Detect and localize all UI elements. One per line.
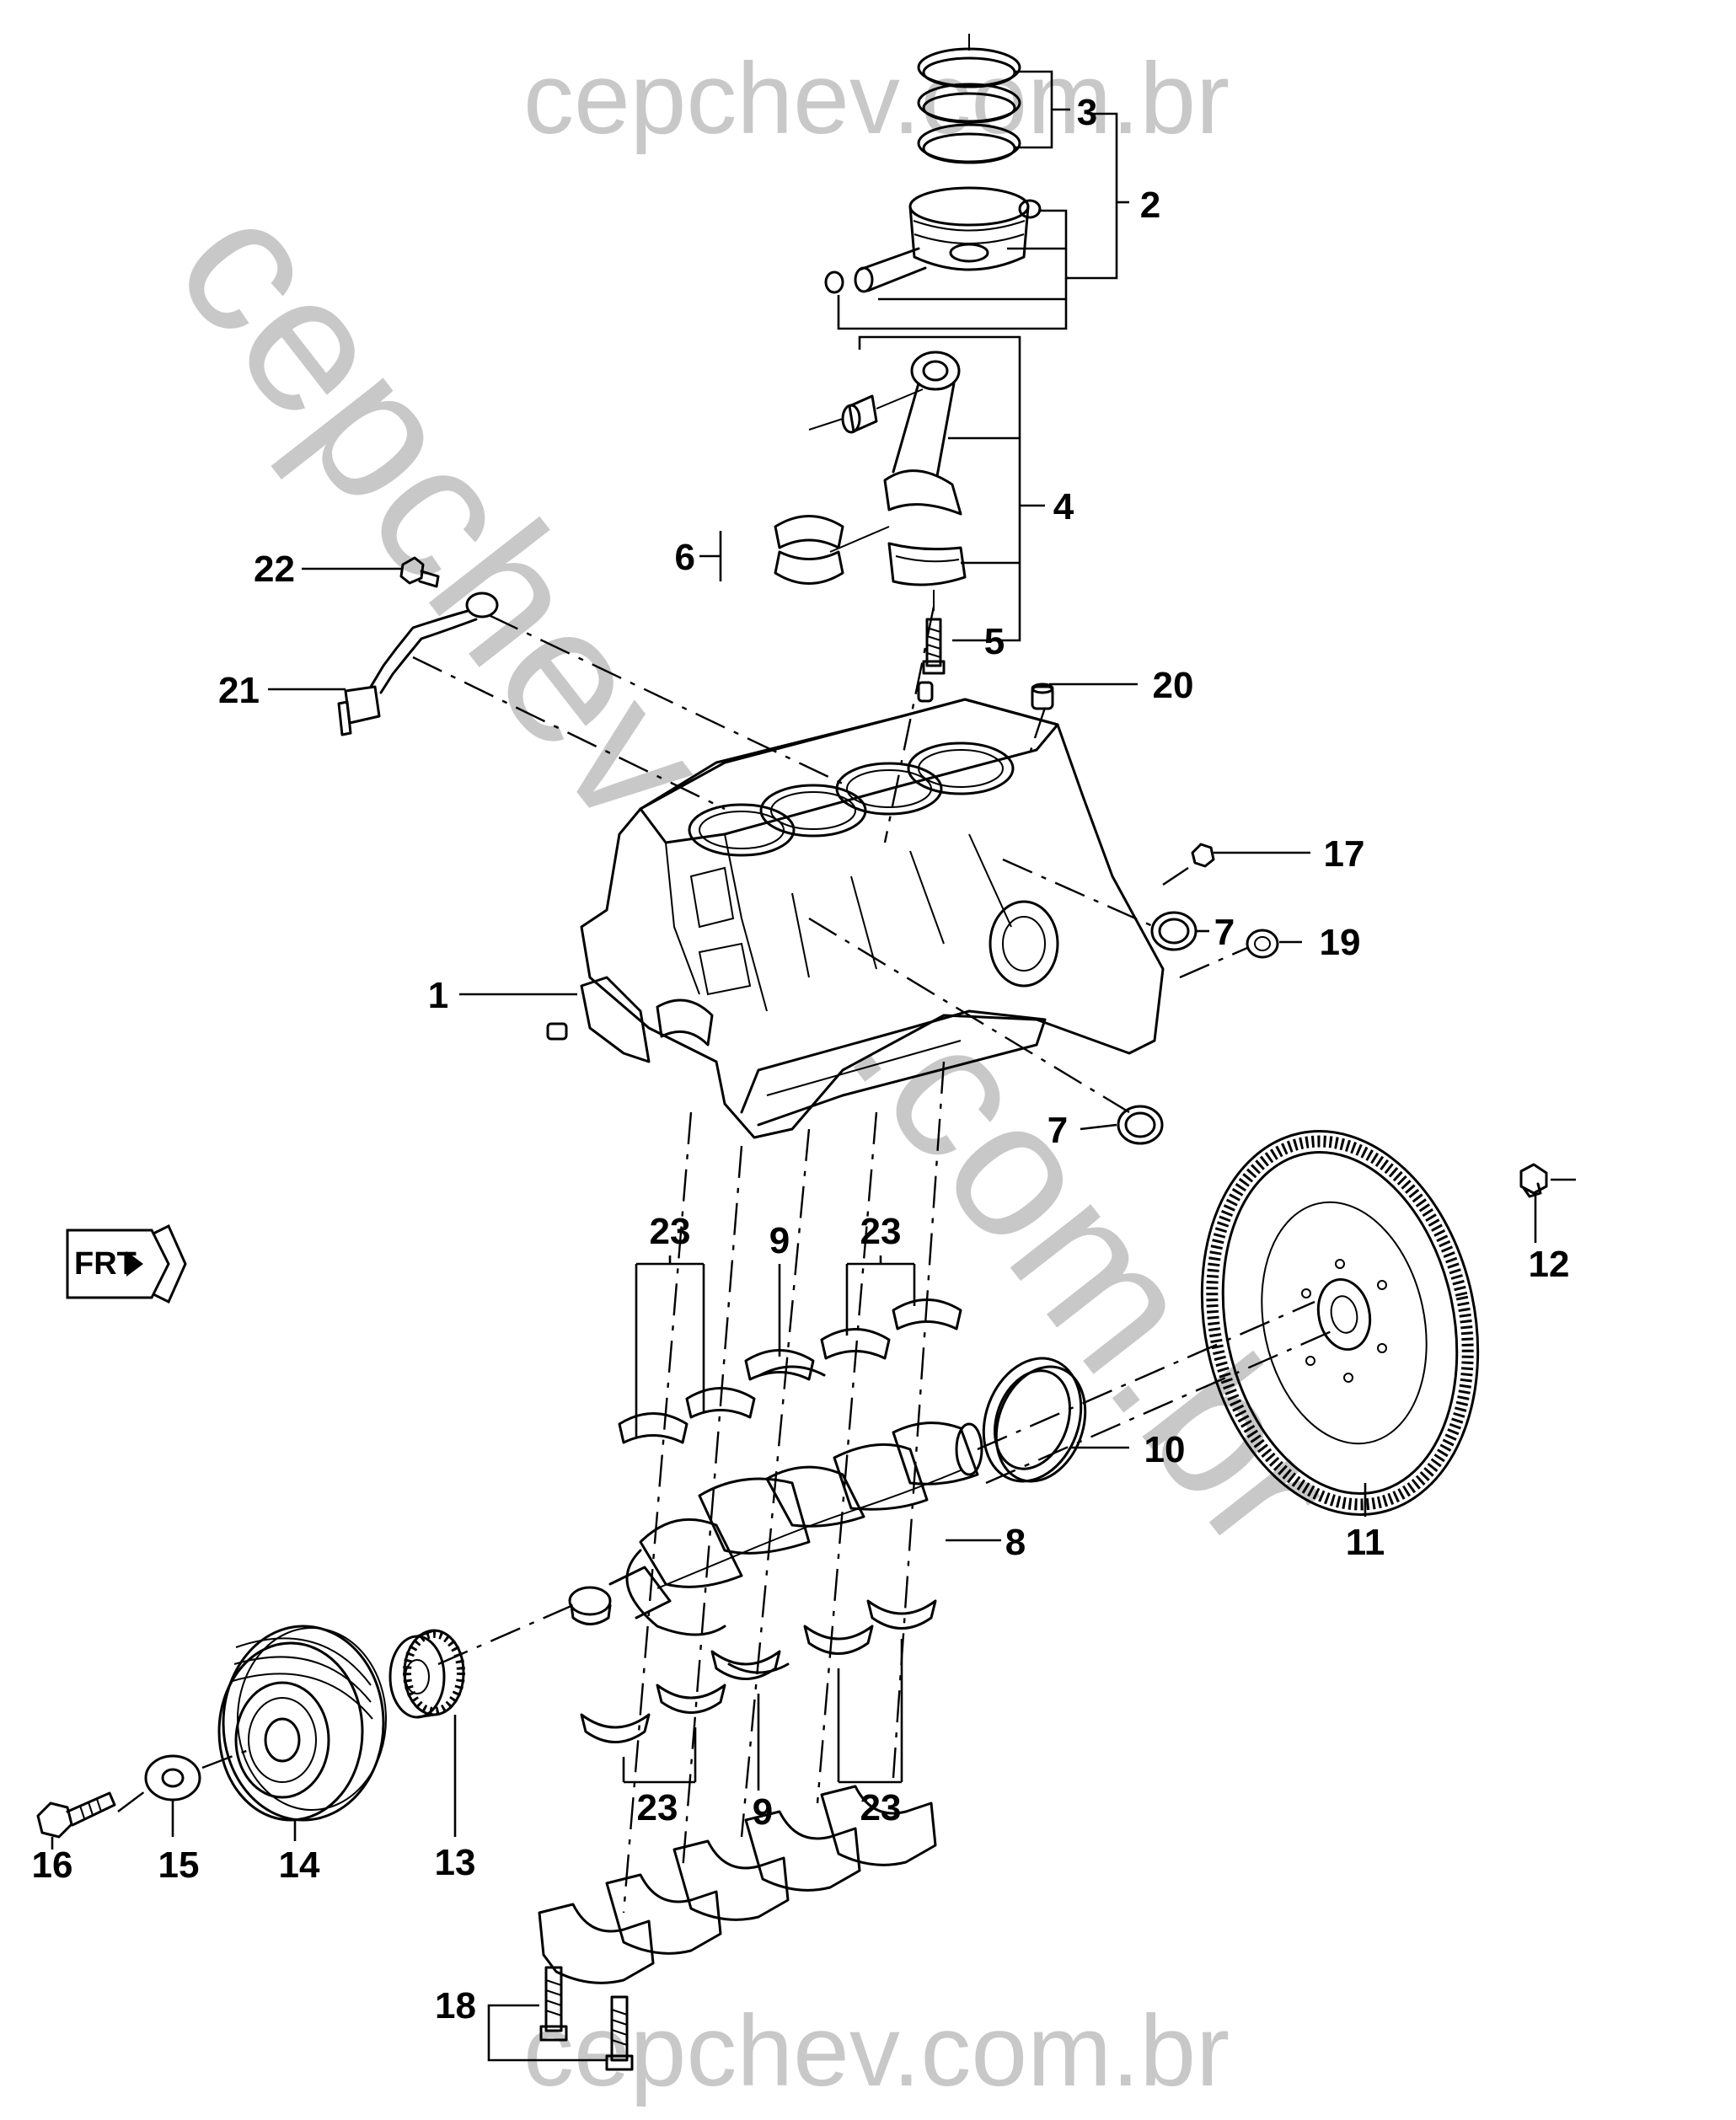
pulley-bolt xyxy=(36,1791,116,1839)
flywheel xyxy=(1200,1130,1480,1516)
callout-19: 19 xyxy=(1320,922,1361,963)
callout-leader-lines xyxy=(51,567,1576,2062)
callout-2: 2 xyxy=(1140,185,1160,226)
callout-14: 14 xyxy=(279,1844,320,1886)
callout-labels: 1 2 3 4 5 6 7 7 8 9 9 10 11 12 13 14 15 … xyxy=(32,92,1570,2026)
callout-15: 15 xyxy=(158,1844,200,1886)
rod-bearing-shells xyxy=(774,515,890,585)
sensor-bolt xyxy=(399,556,440,588)
rod-bolt xyxy=(922,590,946,675)
crankshaft-pulley xyxy=(217,1625,387,1822)
watermark-top: cepchev.com.br xyxy=(523,42,1230,155)
callout-13: 13 xyxy=(435,1842,476,1883)
crankshaft-sprocket xyxy=(388,1629,465,1719)
knock-sensor xyxy=(337,592,499,736)
callout-20: 20 xyxy=(1153,665,1194,706)
engine-block xyxy=(580,698,1165,1139)
piston-callout-brackets xyxy=(837,70,1129,330)
callout-9-lower: 9 xyxy=(753,1791,773,1833)
front-indicator-icon: FRT xyxy=(66,1223,187,1304)
rear-main-seal xyxy=(982,1357,1087,1483)
callout-12: 12 xyxy=(1529,1244,1570,1285)
block-plug-17 xyxy=(1191,843,1215,868)
callout-6: 6 xyxy=(675,537,695,578)
block-dowels xyxy=(546,681,1054,1041)
callout-23-upper-left: 23 xyxy=(650,1211,691,1252)
pulley-washer xyxy=(144,1754,201,1801)
callout-23-upper-right: 23 xyxy=(860,1211,902,1252)
callout-9-upper: 9 xyxy=(769,1220,790,1261)
camshaft-seal-upper xyxy=(1150,911,1198,951)
callout-23-lower-left: 23 xyxy=(637,1787,678,1828)
piston-rings xyxy=(917,34,1021,164)
callout-17: 17 xyxy=(1324,833,1365,875)
flywheel-bolt xyxy=(1519,1163,1548,1198)
piston-assembly xyxy=(824,186,1042,294)
callout-18: 18 xyxy=(435,1985,476,2026)
callout-10: 10 xyxy=(1144,1429,1186,1470)
callout-8: 8 xyxy=(1005,1522,1026,1563)
callout-22: 22 xyxy=(254,549,295,590)
callout-23-lower-right: 23 xyxy=(860,1787,902,1828)
callout-4: 4 xyxy=(1053,486,1074,527)
front-indicator-label: FRT xyxy=(74,1246,137,1282)
callout-16: 16 xyxy=(32,1844,73,1886)
rod-callout-brackets xyxy=(699,335,1045,642)
block-plug-19 xyxy=(1246,929,1279,959)
callout-7-lower: 7 xyxy=(1047,1110,1068,1151)
connecting-rod xyxy=(808,351,967,586)
camshaft-seal-lower xyxy=(1117,1105,1164,1145)
main-bearing-caps xyxy=(538,1785,937,1984)
callout-1: 1 xyxy=(428,975,448,1016)
crankshaft xyxy=(568,1421,983,1636)
callout-7-upper: 7 xyxy=(1214,912,1235,953)
watermark-bottom: cepchev.com.br xyxy=(523,1994,1230,2107)
watermark-diagonal-upper: cepchev xyxy=(136,162,751,864)
lower-main-bearings xyxy=(580,1599,937,1743)
callout-5: 5 xyxy=(984,621,1005,662)
callout-3: 3 xyxy=(1077,92,1097,133)
main-cap-bolts xyxy=(539,1966,634,2071)
callout-21: 21 xyxy=(218,670,260,711)
callout-11: 11 xyxy=(1346,1522,1385,1563)
